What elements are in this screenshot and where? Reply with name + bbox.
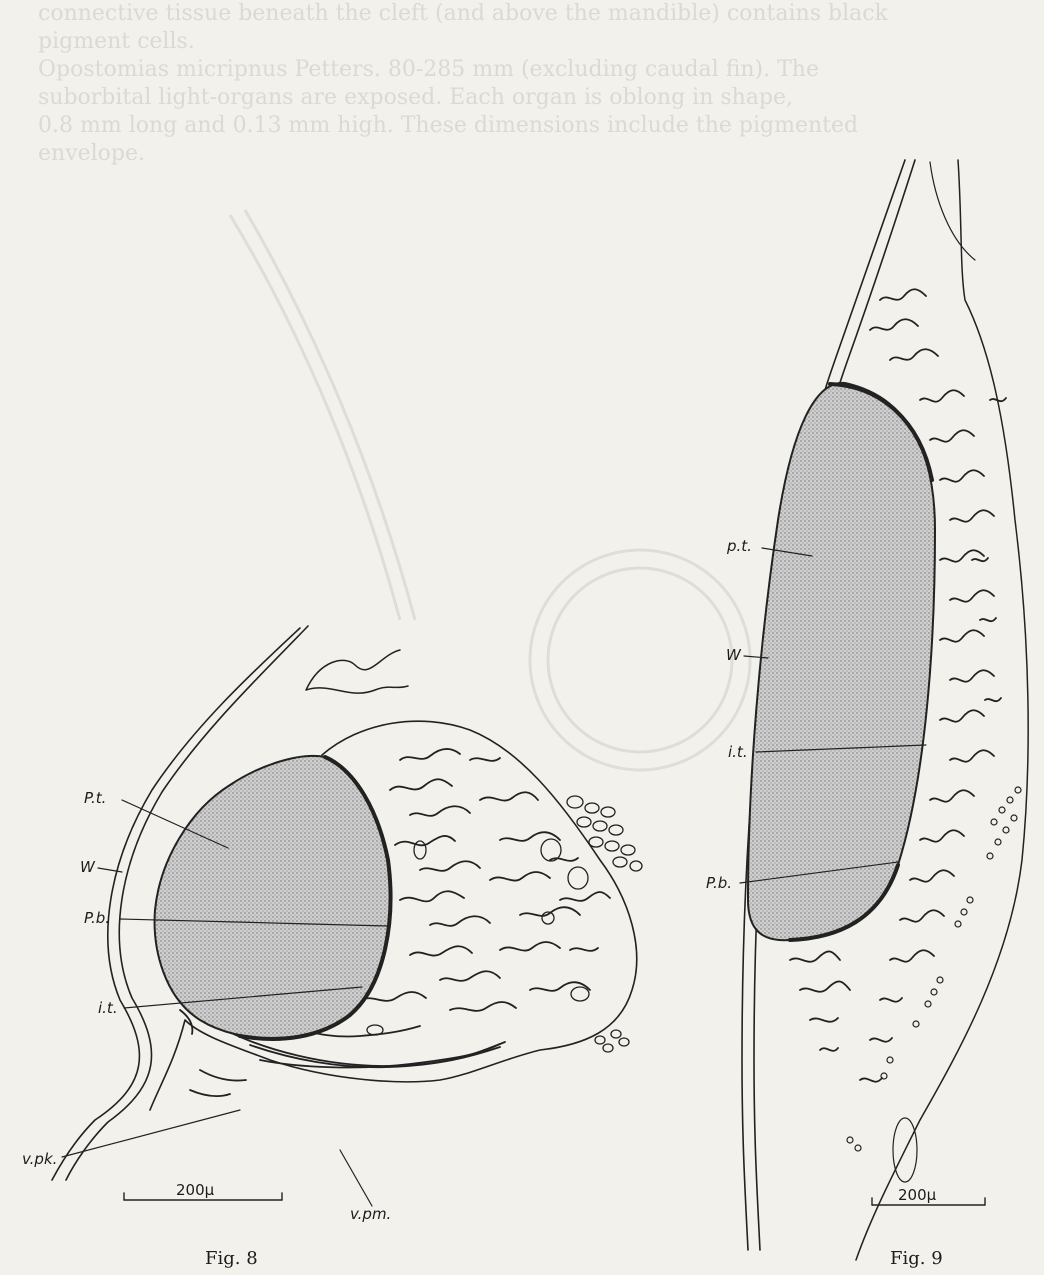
label-v-pm: v.pm. bbox=[350, 1205, 391, 1223]
figure-9: p.t. W i.t. P.b. 200μ Fig. 9 bbox=[706, 160, 1028, 1269]
light-organ-fig8 bbox=[155, 756, 391, 1038]
tissue-fragment bbox=[306, 650, 408, 693]
light-organ-fig9 bbox=[748, 383, 935, 940]
scale-label: 200μ bbox=[898, 1186, 937, 1204]
label-v-pk: v.pk. bbox=[22, 1150, 57, 1168]
label-photogenic-tissue: p.t. bbox=[726, 537, 752, 555]
outer-tissue-line bbox=[930, 162, 975, 260]
label-wall: W bbox=[80, 858, 96, 876]
label-pigment-body: P.b. bbox=[706, 874, 732, 892]
label-photogenic-tissue: P.t. bbox=[84, 789, 106, 807]
label-inner-tissue: i.t. bbox=[98, 999, 118, 1017]
figure-caption: Fig. 9 bbox=[890, 1248, 943, 1269]
label-wall: W bbox=[726, 646, 742, 664]
scale-bar-fig8: 200μ bbox=[124, 1181, 282, 1200]
scale-bar-fig9: 200μ bbox=[872, 1186, 985, 1205]
scale-label: 200μ bbox=[176, 1181, 215, 1199]
vesicles bbox=[367, 796, 642, 1052]
figure-caption: Fig. 8 bbox=[205, 1248, 258, 1269]
label-pigment-body: P.b. bbox=[84, 909, 110, 927]
label-inner-tissue: i.t. bbox=[728, 743, 748, 761]
